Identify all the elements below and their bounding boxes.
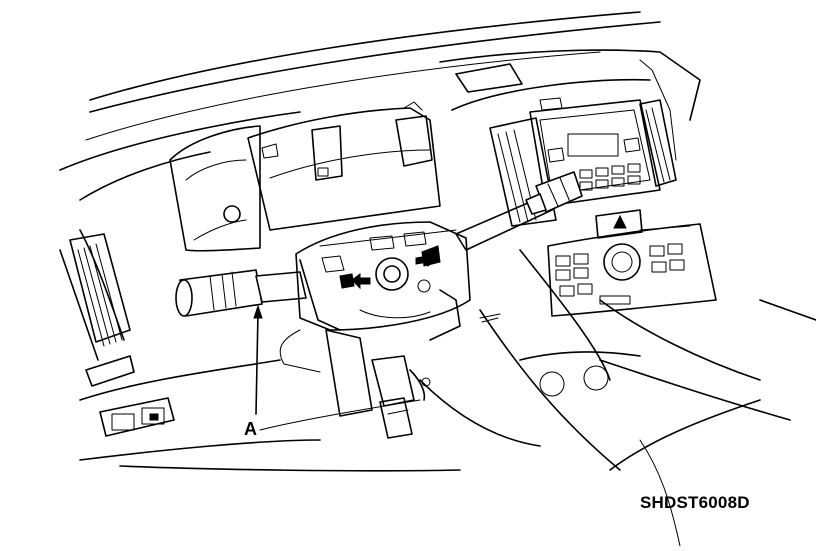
- leader-arrow: [253, 304, 263, 415]
- console-buttons: [579, 163, 641, 191]
- instrument-cluster: [169, 101, 441, 252]
- lighting-switch-stalk: [175, 269, 307, 317]
- left-air-vent: [69, 233, 131, 347]
- center-console: [489, 97, 717, 397]
- lower-switch-panel: [99, 397, 175, 437]
- direction-arrow: [351, 251, 439, 290]
- multifunction-switch-body: [279, 221, 501, 439]
- wiper-switch-stalk: [455, 171, 583, 251]
- callout-label-a: A: [244, 419, 257, 439]
- figure-code: SHDST6008D: [640, 493, 750, 512]
- dashboard-outline: [59, 11, 816, 547]
